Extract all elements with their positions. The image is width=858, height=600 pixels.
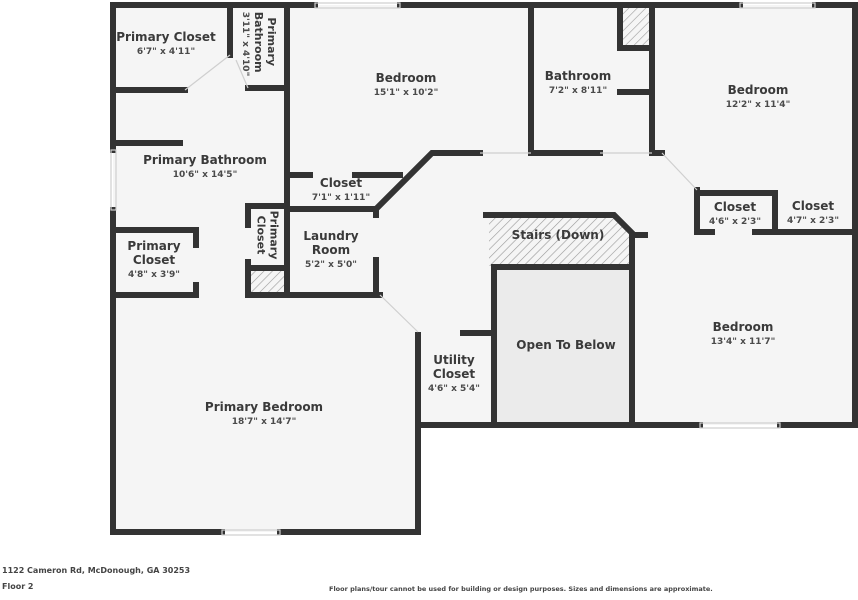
address-text: 1122 Cameron Rd, McDonough, GA 30253 (2, 566, 191, 575)
room-stairs-down: Stairs (Down) (511, 228, 605, 243)
bath-hatch-top (622, 8, 650, 46)
room-dimensions: 13'4" x 11'7" (710, 336, 776, 347)
room-laundry: Laundry Room 5'2" x 5'0" (296, 229, 366, 270)
room-closet-right-1: Closet 4'6" x 2'3" (708, 199, 762, 227)
room-dimensions: 15'1" x 10'2" (373, 87, 439, 98)
room-name: Closet (713, 199, 757, 214)
walls (110, 2, 858, 535)
room-name: Closet (319, 175, 363, 190)
floor-label: Floor 2 (2, 582, 34, 591)
room-name: Closet (791, 198, 835, 213)
room-name: Primary Bedroom (204, 399, 324, 414)
room-name: Bedroom (712, 319, 774, 334)
room-name: Stairs (Down) (511, 228, 605, 243)
room-closet-middle: Closet 7'1" x 1'11" (311, 175, 371, 203)
closet-hatch (250, 268, 284, 292)
floor-fill (113, 5, 855, 532)
room-open-to-below: Open To Below (516, 338, 616, 353)
room-name: Bedroom (375, 70, 437, 85)
room-name: Primary Bathroom (143, 152, 267, 167)
room-primary-bedroom: Primary Bedroom 18'7" x 14'7" (204, 399, 324, 427)
room-name: Primary Closet (127, 239, 181, 267)
room-primary-bathroom-small: Primary Bathroom 3'11" x 4'10" (239, 11, 278, 77)
disclaimer-text: Floor plans/tour cannot be used for buil… (329, 585, 713, 593)
room-bedroom-top-middle: Bedroom 15'1" x 10'2" (373, 70, 439, 98)
open-to-below-area (494, 267, 633, 423)
room-utility-closet: Utility Closet 4'6" x 5'4" (424, 353, 484, 394)
room-bedroom-top-right: Bedroom 12'2" x 11'4" (725, 82, 791, 110)
room-dimensions: 7'2" x 8'11" (548, 85, 608, 96)
room-dimensions: 6'7" x 4'11" (136, 46, 196, 57)
room-dimensions: 18'7" x 14'7" (231, 416, 297, 427)
room-dimensions: 3'11" x 4'10" (239, 11, 250, 77)
room-name: Bathroom (544, 68, 612, 83)
room-dimensions: 12'2" x 11'4" (725, 99, 791, 110)
room-primary-bathroom: Primary Bathroom 10'6" x 14'5" (143, 152, 267, 180)
room-primary-closet-top: Primary Closet 6'7" x 4'11" (116, 29, 216, 57)
room-dimensions: 4'6" x 5'4" (427, 383, 480, 394)
room-name: Utility Closet (432, 353, 476, 381)
room-name: Open To Below (516, 338, 616, 353)
room-primary-closet-narrow: Primary Closet (254, 210, 281, 260)
room-name: Laundry Room (303, 229, 359, 257)
room-dimensions: 10'6" x 14'5" (172, 169, 238, 180)
room-name: Bedroom (727, 82, 789, 97)
room-dimensions: 4'6" x 2'3" (708, 216, 762, 227)
room-primary-closet-small: Primary Closet 4'8" x 3'9" (119, 239, 189, 280)
room-name: Primary Closet (116, 29, 216, 44)
room-dimensions: 4'7" x 2'3" (786, 215, 840, 226)
room-dimensions: 4'8" x 3'9" (127, 269, 180, 280)
room-bathroom: Bathroom 7'2" x 8'11" (544, 68, 612, 96)
stairs-hatch (489, 215, 632, 266)
room-dimensions: 5'2" x 5'0" (304, 259, 357, 270)
room-bedroom-right: Bedroom 13'4" x 11'7" (710, 319, 776, 347)
room-dimensions: 7'1" x 1'11" (311, 192, 371, 203)
room-name: Primary Bathroom (252, 11, 278, 73)
room-closet-right-2: Closet 4'7" x 2'3" (786, 198, 840, 226)
windows (110, 2, 816, 536)
room-name: Primary Closet (255, 210, 281, 260)
